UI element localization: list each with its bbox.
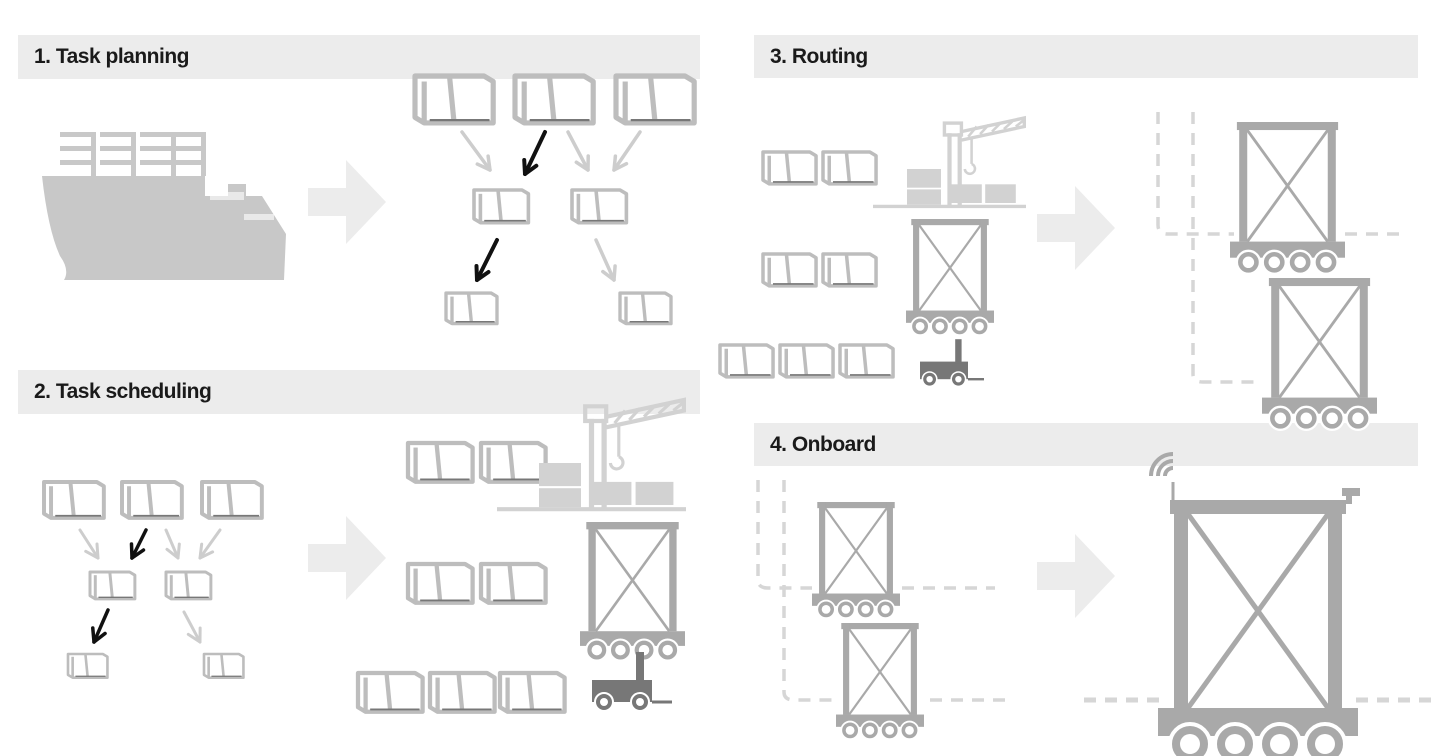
container-icon: [66, 652, 109, 679]
container-icon: [427, 670, 497, 714]
candidate-arrow: [612, 130, 642, 172]
candidate-arrow: [78, 528, 100, 560]
container-icon: [613, 73, 697, 126]
container-icon: [478, 561, 548, 605]
assignment-arrow: [91, 608, 110, 644]
quay-crane-icon: [497, 397, 687, 512]
container-icon: [478, 440, 548, 484]
straddle-carrier-icon: [812, 502, 900, 620]
container-icon: [405, 440, 475, 484]
container-icon: [120, 480, 184, 520]
container-icon: [472, 188, 531, 225]
wifi-signal-icon: [1149, 452, 1360, 504]
container-ship-icon: [42, 132, 286, 280]
straddle-carrier-icon: [906, 219, 994, 337]
straddle-carrier-icon: [1262, 278, 1377, 431]
route-path: [782, 480, 836, 702]
panel-title-onboard: 4. Onboard: [770, 432, 876, 456]
straddle-carrier-icon: [836, 623, 924, 741]
panel-header-routing: 3. Routing: [754, 35, 1418, 78]
candidate-arrow: [182, 610, 202, 644]
panel-header-task-planning: 1. Task planning: [18, 35, 700, 79]
forklift-icon: [920, 339, 984, 388]
container-icon: [570, 188, 629, 225]
container-icon: [718, 343, 775, 379]
stage-arrow-icon: [308, 160, 386, 244]
container-icon: [838, 343, 895, 379]
container-icon: [778, 343, 835, 379]
container-icon: [444, 291, 499, 326]
container-icon: [761, 252, 818, 288]
assignment-arrow: [129, 528, 148, 560]
candidate-arrow: [460, 130, 492, 172]
container-icon: [512, 73, 596, 126]
container-icon: [497, 670, 567, 714]
container-icon: [821, 252, 878, 288]
container-icon: [355, 670, 425, 714]
assignment-arrow: [522, 130, 547, 176]
container-icon: [412, 73, 496, 126]
quay-crane-icon: [873, 115, 1027, 209]
container-icon: [202, 652, 245, 679]
container-icon: [618, 291, 673, 326]
container-icon: [42, 480, 106, 520]
route-path: [1191, 112, 1262, 384]
container-icon: [200, 480, 264, 520]
panel-title-task-scheduling: 2. Task scheduling: [34, 380, 212, 403]
container-icon: [761, 150, 818, 186]
container-icon: [405, 561, 475, 605]
assignment-arrow: [474, 238, 499, 282]
container-icon: [821, 150, 878, 186]
candidate-arrow: [198, 528, 222, 560]
forklift-icon: [592, 652, 672, 712]
candidate-arrow: [566, 130, 590, 172]
route-path: [756, 480, 812, 590]
straddle-carrier-icon: [1230, 122, 1345, 275]
panel-title-task-planning: 1. Task planning: [34, 45, 189, 68]
container-icon: [88, 570, 137, 601]
panel-title-routing: 3. Routing: [770, 44, 868, 68]
stage-arrow-icon: [1037, 186, 1115, 270]
straddle-carrier-icon: [1158, 500, 1358, 756]
container-icon: [164, 570, 213, 601]
route-path: [1156, 112, 1234, 236]
stage-arrow-icon: [308, 516, 386, 600]
candidate-arrow: [594, 238, 617, 282]
stage-arrow-icon: [1037, 534, 1115, 618]
straddle-carrier-icon: [580, 522, 685, 662]
panel-header-task-scheduling: 2. Task scheduling: [18, 370, 700, 414]
candidate-arrow: [164, 528, 181, 560]
